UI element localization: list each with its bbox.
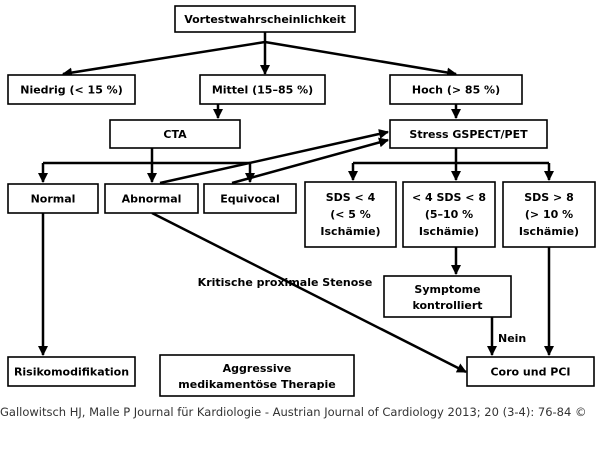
svg-text:Risikomodifikation: Risikomodifikation	[14, 366, 129, 379]
svg-text:Mittel (15–85 %): Mittel (15–85 %)	[212, 84, 313, 97]
node-aggressive: Aggressive medikamentöse Therapie	[159, 354, 355, 397]
svg-text:Abnormal: Abnormal	[122, 193, 182, 206]
edge-pretest-high	[264, 40, 457, 78]
svg-text:(5–10 %: (5–10 %	[425, 208, 473, 221]
edge-equivocal-stress	[231, 137, 389, 185]
svg-text:medikamentöse Therapie: medikamentöse Therapie	[178, 378, 335, 391]
node-abnormal: Abnormal	[104, 183, 199, 214]
svg-text:(< 5 %: (< 5 %	[330, 208, 371, 221]
svg-text:Normal: Normal	[31, 193, 76, 206]
svg-text:kontrolliert: kontrolliert	[412, 299, 482, 312]
svg-text:SDS < 4: SDS < 4	[326, 191, 376, 204]
node-risk: Risikomodifikation	[7, 356, 136, 387]
node-normal: Normal	[7, 183, 99, 214]
svg-text:Hoch (> 85 %): Hoch (> 85 %)	[412, 84, 500, 97]
edge-pretest-low	[62, 40, 266, 78]
svg-text:Equivocal: Equivocal	[220, 193, 279, 206]
node-stress: Stress GSPECT/PET	[389, 119, 548, 149]
node-sds-low: SDS < 4 (< 5 % Ischämie)	[304, 181, 397, 248]
edge-abnormal-coro	[151, 211, 467, 374]
svg-text:Ischämie): Ischämie)	[320, 225, 380, 238]
flowchart: Kritische proximale Stenose Nein Vortest…	[7, 5, 596, 397]
node-symptoms: Symptome kontrolliert	[383, 275, 512, 318]
svg-text:SDS > 8: SDS > 8	[524, 191, 574, 204]
node-equivocal: Equivocal	[203, 183, 297, 214]
node-low: Niedrig (< 15 %)	[7, 74, 136, 105]
svg-text:< 4 SDS < 8: < 4 SDS < 8	[412, 191, 486, 204]
svg-text:Aggressive: Aggressive	[223, 362, 292, 375]
label-stenosis: Kritische proximale Stenose	[198, 276, 373, 289]
node-cta: CTA	[109, 119, 241, 149]
svg-text:Vortestwahrscheinlichkeit: Vortestwahrscheinlichkeit	[184, 13, 346, 26]
svg-text:Niedrig (< 15 %): Niedrig (< 15 %)	[20, 84, 122, 97]
edge-abnormal-stress	[159, 129, 389, 185]
svg-text:Stress GSPECT/PET: Stress GSPECT/PET	[409, 128, 528, 141]
node-mid: Mittel (15–85 %)	[199, 74, 326, 105]
source-caption: Gallowitsch HJ, Malle P Journal für Kard…	[0, 405, 587, 419]
svg-text:CTA: CTA	[163, 128, 187, 141]
node-sds-mid: < 4 SDS < 8 (5–10 % Ischämie)	[402, 181, 496, 248]
svg-text:(> 10 %: (> 10 %	[525, 208, 573, 221]
connectors	[38, 32, 554, 374]
svg-text:Ischämie): Ischämie)	[419, 225, 479, 238]
label-no: Nein	[498, 332, 526, 345]
svg-text:Coro und PCI: Coro und PCI	[490, 366, 570, 379]
node-high: Hoch (> 85 %)	[389, 74, 523, 105]
node-pretest: Vortestwahrscheinlichkeit	[174, 5, 356, 33]
node-coro: Coro und PCI	[466, 356, 595, 387]
svg-text:Symptome: Symptome	[414, 283, 480, 296]
svg-text:Ischämie): Ischämie)	[519, 225, 579, 238]
node-sds-high: SDS > 8 (> 10 % Ischämie)	[502, 181, 596, 248]
